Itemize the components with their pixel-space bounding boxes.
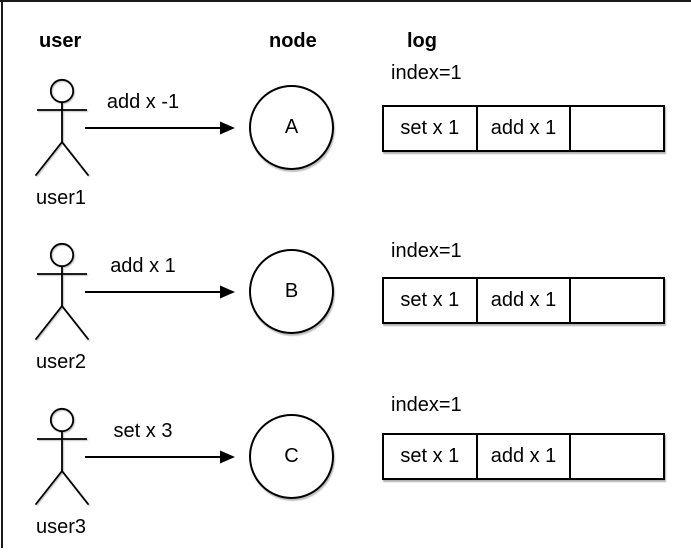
diagram-row-user1: user1 add x -1 A index=1 set x 1 add x 1	[0, 55, 691, 227]
request-label: set x 3	[113, 420, 173, 442]
log-table: set x 1 add x 1	[382, 277, 665, 324]
log-cell: set x 1	[384, 279, 478, 322]
actor-label: user2	[36, 351, 87, 373]
log-table: set x 1 add x 1	[382, 105, 665, 152]
diagram-row-user3: user3 set x 3 C index=1 set x 1 add x 1	[0, 384, 691, 554]
log-table: set x 1 add x 1	[382, 433, 665, 480]
log-index-label: index=1	[391, 240, 462, 262]
right-arrow-icon	[85, 450, 235, 464]
log-cell	[571, 435, 663, 478]
right-arrow-icon	[85, 121, 235, 135]
canvas-top-border	[0, 0, 691, 2]
log-index-label: index=1	[391, 394, 462, 416]
canvas-left-border	[1, 0, 3, 548]
node-circle: B	[249, 249, 334, 334]
log-cell: set x 1	[384, 435, 478, 478]
stick-figure-icon	[35, 242, 89, 340]
column-header-node: node	[269, 30, 317, 52]
request-label: add x 1	[110, 255, 176, 277]
diagram-row-user2: user2 add x 1 B index=1 set x 1 add x 1	[0, 219, 691, 391]
log-cell: set x 1	[384, 107, 478, 150]
log-index-label: index=1	[391, 62, 462, 84]
log-cell	[571, 107, 663, 150]
node-circle: A	[249, 85, 334, 170]
request-label: add x -1	[106, 91, 180, 113]
node-label: B	[284, 280, 299, 302]
right-arrow-icon	[85, 285, 235, 299]
actor-label: user3	[36, 516, 87, 538]
stick-figure-icon	[35, 407, 89, 505]
stick-figure-icon	[35, 78, 89, 176]
node-label: A	[284, 116, 299, 138]
column-header-log: log	[407, 30, 437, 52]
column-header-user: user	[39, 30, 82, 52]
log-cell: add x 1	[478, 279, 572, 322]
log-cell: add x 1	[478, 435, 572, 478]
log-cell: add x 1	[478, 107, 572, 150]
log-cell	[571, 279, 663, 322]
node-label: C	[284, 445, 299, 467]
actor-label: user1	[36, 187, 87, 209]
node-circle: C	[249, 414, 334, 499]
